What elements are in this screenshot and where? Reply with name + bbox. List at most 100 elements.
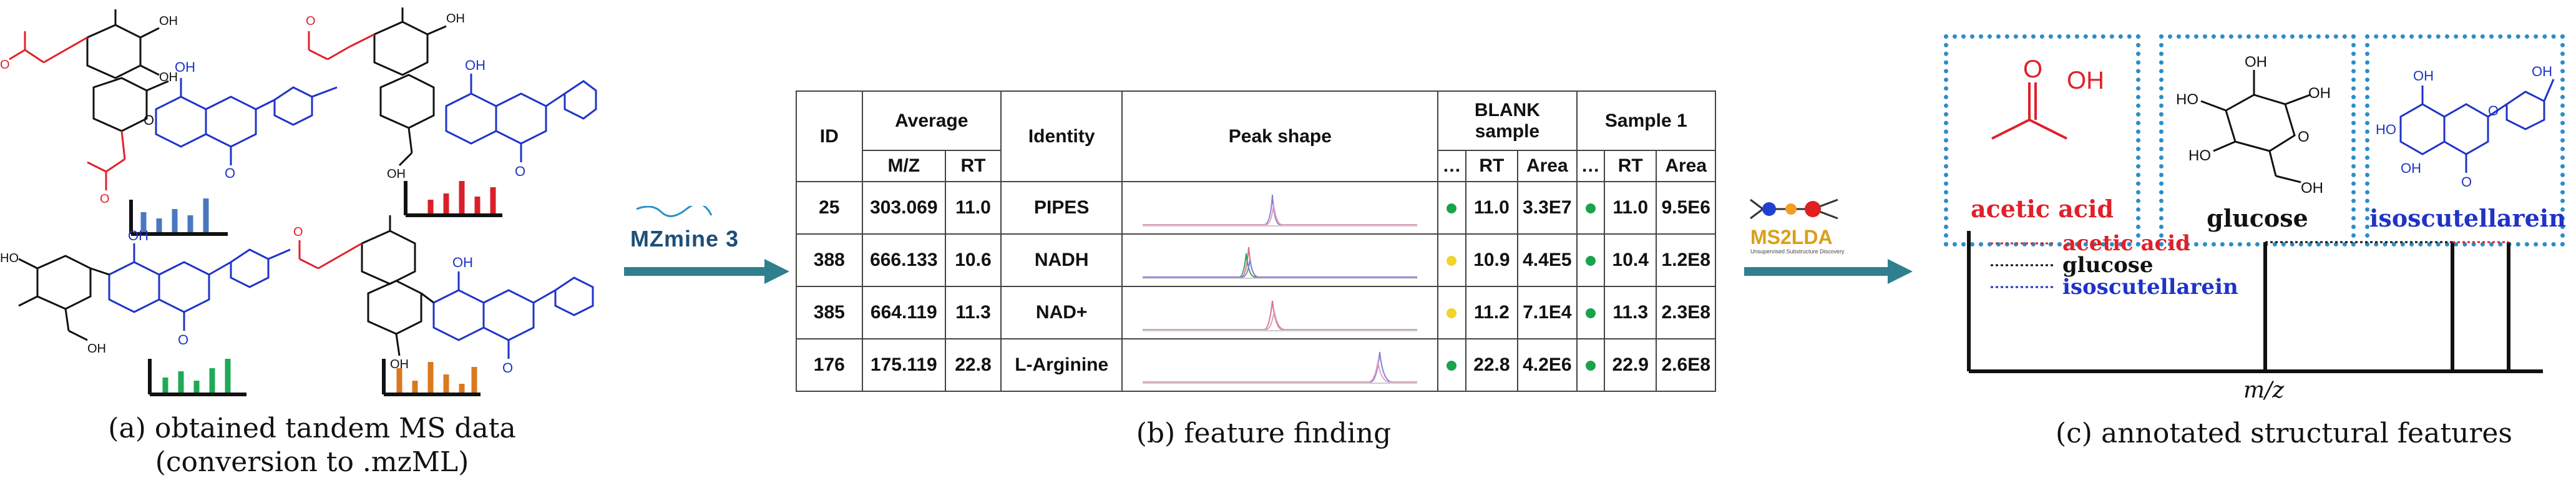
cell-s1-status (1576, 286, 1606, 339)
cell-blank-area: 3.3E7 (1517, 181, 1578, 235)
svg-text:OH: OH (2532, 64, 2552, 79)
acetic-acid-structure: O OH (1991, 56, 2104, 140)
header-blank-line2: sample (1475, 120, 1540, 142)
spectrum-1 (129, 198, 228, 236)
cell-s1-status (1576, 338, 1606, 392)
cell-s1-status (1576, 233, 1606, 287)
status-dot (1447, 256, 1457, 266)
cell-id: 388 (796, 233, 863, 287)
cell-mz: 303.069 (861, 181, 946, 235)
svg-text:OH: OH (159, 14, 178, 28)
cell-mz: 175.119 (861, 338, 946, 392)
table-row: 385 664.119 11.3 NAD+ 11.2 7.1E4 11.3 2.… (796, 286, 1716, 339)
cell-identity: NADH (1000, 233, 1123, 287)
svg-text:OH: OH (87, 342, 106, 356)
header-rt: RT (944, 150, 1002, 182)
table-row: 176 175.119 22.8 L-Arginine 22.8 4.2E6 2… (796, 338, 1716, 392)
cell-s1-rt: 11.0 (1604, 181, 1657, 235)
table-row: 25 303.069 11.0 PIPES 11.0 3.3E7 11.0 9.… (796, 181, 1716, 235)
svg-text:O: O (502, 360, 513, 376)
cell-id: 176 (796, 338, 863, 392)
cell-blank-area: 4.4E5 (1517, 233, 1578, 287)
svg-text:HO: HO (0, 251, 19, 265)
arrow-2-head (1888, 259, 1913, 284)
cell-mz: 664.119 (861, 286, 946, 339)
cell-blank-status (1437, 338, 1466, 392)
svg-text:O: O (2461, 174, 2472, 190)
panel-a-caption-line1: (a) obtained tandem MS data (108, 412, 516, 444)
cell-peak-shape (1121, 286, 1439, 339)
cell-blank-rt: 11.2 (1465, 286, 1519, 339)
svg-text:OH: OH (175, 59, 195, 75)
status-dot (1447, 203, 1457, 213)
compound-label-acetic-acid: acetic acid (1970, 195, 2114, 223)
cell-s1-status (1576, 181, 1606, 235)
spectrum-4 (382, 359, 481, 396)
header-blank-line1: BLANK (1474, 99, 1540, 120)
status-dot (1585, 308, 1596, 318)
status-dot (1585, 256, 1596, 266)
svg-text:O: O (2023, 56, 2042, 83)
arrow-1 (624, 206, 789, 284)
header-blank-sample: BLANK sample (1437, 90, 1578, 151)
molecule-1: OH O O OH OH O O (0, 9, 338, 206)
ms2lda-tagline: Unsupervised Substructure Discovery (1750, 248, 1845, 255)
legend-isoscutellarein: isoscutellarein (2062, 275, 2238, 300)
cell-blank-rt: 11.0 (1465, 181, 1519, 235)
cell-s1-rt: 10.4 (1604, 233, 1657, 287)
x-axis-label: m/z (2243, 378, 2285, 403)
status-dot (1585, 361, 1596, 371)
status-dot (1585, 203, 1596, 213)
cell-identity: PIPES (1000, 181, 1123, 235)
cell-blank-area: 4.2E6 (1517, 338, 1578, 392)
ms2lda-network-icon (1750, 198, 1838, 220)
molecule-2: OH O OH OH O (306, 7, 597, 181)
svg-text:HO: HO (2176, 91, 2198, 108)
cell-s1-area: 1.2E8 (1656, 233, 1716, 287)
header-identity: Identity (1000, 90, 1123, 182)
cell-s1-rt: 22.9 (1604, 338, 1657, 392)
svg-text:OH: OH (390, 358, 409, 371)
svg-text:HO: HO (2188, 147, 2211, 164)
svg-text:O: O (2298, 129, 2310, 145)
header-s1-rt: RT (1604, 150, 1657, 182)
cell-peak-shape (1121, 233, 1439, 287)
svg-text:O: O (515, 163, 525, 179)
header-average: Average (861, 90, 1002, 151)
cell-rt: 22.8 (944, 338, 1002, 392)
svg-text:O: O (306, 14, 316, 28)
header-mz: M/Z (861, 150, 946, 182)
svg-text:OH: OH (128, 228, 149, 243)
cell-identity: NAD+ (1000, 286, 1123, 339)
cell-id: 385 (796, 286, 863, 339)
svg-text:OH: OH (159, 71, 178, 84)
cell-mz: 666.133 (861, 233, 946, 287)
status-dot (1447, 308, 1457, 318)
molecule-3: OH O HO OH (0, 228, 291, 356)
arrow-1-head (764, 259, 789, 284)
svg-text:O: O (2488, 103, 2499, 119)
panel-c-caption: (c) annotated structural features (2056, 417, 2512, 449)
cell-rt: 10.6 (944, 233, 1002, 287)
svg-text:OH: OH (446, 12, 465, 26)
svg-text:OH: OH (452, 255, 473, 270)
svg-text:O: O (144, 112, 154, 128)
arrow-2 (1744, 198, 1913, 284)
mzmine-logo: MZmine 3 (630, 226, 739, 251)
svg-text:O: O (100, 192, 110, 206)
header-s1-area: Area (1656, 150, 1716, 182)
svg-text:O: O (178, 332, 188, 348)
ms2lda-logo: MS2LDA (1750, 226, 1833, 248)
cell-peak-shape (1121, 181, 1439, 235)
cell-blank-status (1437, 286, 1466, 339)
svg-text:OH: OH (2067, 67, 2104, 94)
status-dot (1447, 361, 1457, 371)
cell-blank-area: 7.1E4 (1517, 286, 1578, 339)
svg-text:OH: OH (465, 57, 485, 73)
cell-identity: L-Arginine (1000, 338, 1123, 392)
compound-label-glucose: glucose (2207, 204, 2308, 232)
annotated-spectrum (1967, 231, 2543, 373)
header-sample-1: Sample 1 (1576, 90, 1717, 151)
isoscutellarein-structure: OH HO OH O OH O (2376, 64, 2555, 190)
peak-shape-plot (1143, 194, 1418, 227)
